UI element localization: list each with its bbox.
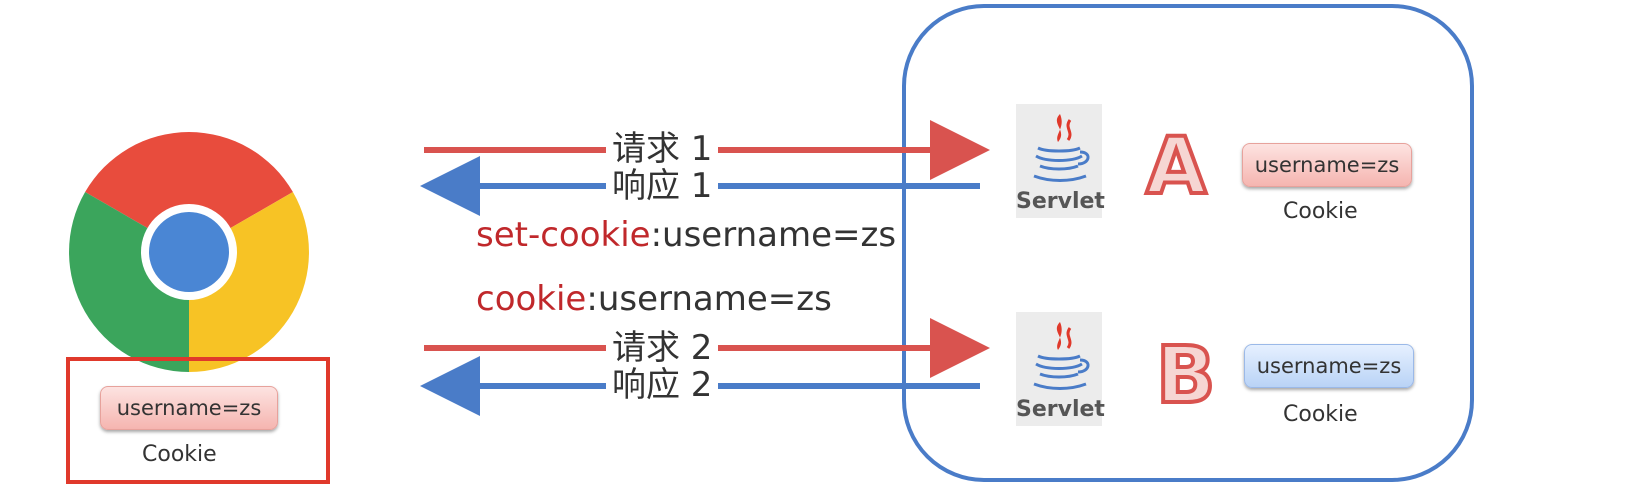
servlet-b-cookie-value: username=zs (1256, 354, 1402, 378)
server-boundary (902, 4, 1474, 482)
servlet-a-tile: Servlet (1016, 104, 1105, 218)
servlet-a-letter: A (1144, 122, 1208, 212)
client-cookie-value: username=zs (116, 396, 262, 420)
java-cup-icon (1033, 114, 1090, 182)
response-1-label: 响应 1 (606, 168, 719, 204)
request-1-label: 请求 1 (606, 131, 719, 167)
client-cookie-caption: Cookie (142, 442, 217, 467)
set-cookie-key: set-cookie (476, 215, 651, 255)
servlet-a-cookie-pill: username=zs (1242, 143, 1412, 187)
servlet-b-letter: B (1154, 331, 1217, 421)
servlet-b-cookie-pill: username=zs (1244, 344, 1414, 388)
client-cookie-box (66, 357, 330, 484)
chrome-browser-icon (69, 132, 309, 372)
servlet-b-tile: Servlet (1016, 312, 1105, 426)
response-2-label: 响应 2 (606, 367, 719, 403)
client-cookie-pill: username=zs (100, 386, 278, 430)
cookie-header: cookie:username=zs (476, 279, 832, 319)
set-cookie-value: :username=zs (650, 215, 897, 255)
servlet-b-cookie-caption: Cookie (1283, 402, 1358, 427)
java-cup-icon (1033, 322, 1090, 390)
servlet-a-cookie-value: username=zs (1254, 153, 1400, 177)
servlet-a-label: Servlet (1016, 189, 1105, 214)
servlet-a-cookie-caption: Cookie (1283, 199, 1358, 224)
set-cookie-header: set-cookie:username=zs (476, 215, 896, 255)
servlet-b-label: Servlet (1016, 397, 1105, 422)
request-2-label: 请求 2 (606, 330, 719, 366)
cookie-key: cookie (476, 279, 587, 319)
cookie-value: :username=zs (586, 279, 832, 319)
